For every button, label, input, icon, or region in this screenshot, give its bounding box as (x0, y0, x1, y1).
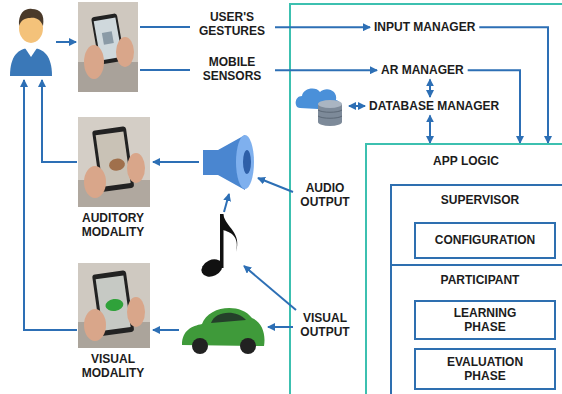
user-icon (10, 48, 52, 76)
system-region (290, 4, 562, 394)
caption-label: AUDITORY MODALITY (73, 211, 153, 240)
car-model (192, 338, 208, 354)
phone-photo (116, 37, 134, 67)
flow-arrow (24, 27, 365, 330)
speaker-icon (203, 135, 254, 190)
connector-arrow (429, 115, 431, 143)
visual-photo (127, 297, 145, 327)
phone-photo (78, 2, 138, 92)
node-text: APP LOGIC (367, 145, 562, 168)
node-text: INPUT MANAGER (374, 20, 475, 34)
caption-label: AUDIO OUTPUT (294, 181, 356, 210)
app-logic-box: APP LOGIC SUPERVISOR CONFIGURATION PARTICIP… (365, 143, 562, 394)
node-text: EVALUATION PHASE (435, 355, 535, 384)
user-icon (10, 9, 52, 76)
phone-photo (78, 2, 138, 92)
process-box: EVALUATION PHASE (414, 348, 556, 390)
manager-module: AR MANAGER (381, 63, 464, 77)
music-note (223, 214, 237, 252)
node-text: SUPERVISOR (392, 186, 562, 207)
flow-arrow (153, 329, 179, 331)
flow-arrow (24, 80, 77, 330)
node-text: CONFIGURATION (435, 233, 535, 247)
system-region (290, 4, 562, 394)
role-section: SUPERVISOR CONFIGURATION (390, 184, 562, 266)
user-icon (25, 48, 37, 57)
flow-arrow (153, 161, 199, 163)
manager-module: DATABASE MANAGER (369, 99, 499, 113)
visual-photo (78, 263, 150, 348)
manager-module: INPUT MANAGER (374, 20, 475, 34)
music-note (199, 214, 238, 280)
flow-arrow (42, 80, 77, 162)
visual-photo (105, 298, 124, 312)
node-text: AR MANAGER (381, 63, 464, 77)
flow-arrow (349, 105, 365, 107)
caption-label: VISUAL OUTPUT (294, 311, 356, 340)
database-icon (296, 89, 342, 126)
auditory-photo (84, 166, 106, 198)
visual-photo (84, 309, 106, 341)
flow-arrow (140, 26, 190, 28)
auditory-photo (78, 117, 150, 207)
node-text: DATABASE MANAGER (369, 99, 499, 113)
car-model (240, 338, 256, 354)
speaker-icon (243, 150, 251, 174)
auditory-photo (108, 158, 126, 172)
signal-label: USER'S GESTURES (193, 10, 271, 39)
flow-arrow (258, 178, 293, 192)
database-icon (318, 110, 342, 118)
connector-arrow (479, 27, 548, 143)
flow-arrow (268, 326, 293, 328)
connector-arrow (275, 26, 370, 28)
visual-photo (78, 263, 150, 348)
connector-arrow (429, 79, 431, 97)
car-model (182, 308, 265, 354)
process-box: CONFIGURATION (414, 222, 556, 259)
phone-photo (102, 31, 114, 45)
auditory-photo (78, 117, 150, 207)
process-box: LEARNING PHASE (414, 300, 556, 340)
node-text: PARTICIPANT (392, 266, 562, 287)
flow-arrow (244, 266, 296, 310)
node-text: MOBILE SENSORS (193, 55, 271, 84)
database-icon (318, 118, 342, 126)
user-icon (19, 9, 44, 26)
caption-label: VISUAL MODALITY (73, 352, 153, 381)
flow-arrow (56, 41, 76, 43)
flow-arrow (224, 194, 229, 212)
signal-label: MOBILE SENSORS (193, 55, 271, 84)
auditory-photo (127, 153, 145, 183)
database-icon (318, 100, 342, 108)
speaker-icon (236, 135, 254, 189)
car-model (211, 313, 246, 323)
phone-photo (84, 45, 104, 79)
role-section: PARTICIPANT LEARNING PHASE EVALUATION PHAS… (390, 264, 562, 394)
music-note (220, 214, 224, 268)
node-text: USER'S GESTURES (193, 10, 271, 39)
flow-arrow (140, 69, 190, 71)
node-text: LEARNING PHASE (435, 306, 535, 335)
connector-arrow (275, 69, 377, 71)
